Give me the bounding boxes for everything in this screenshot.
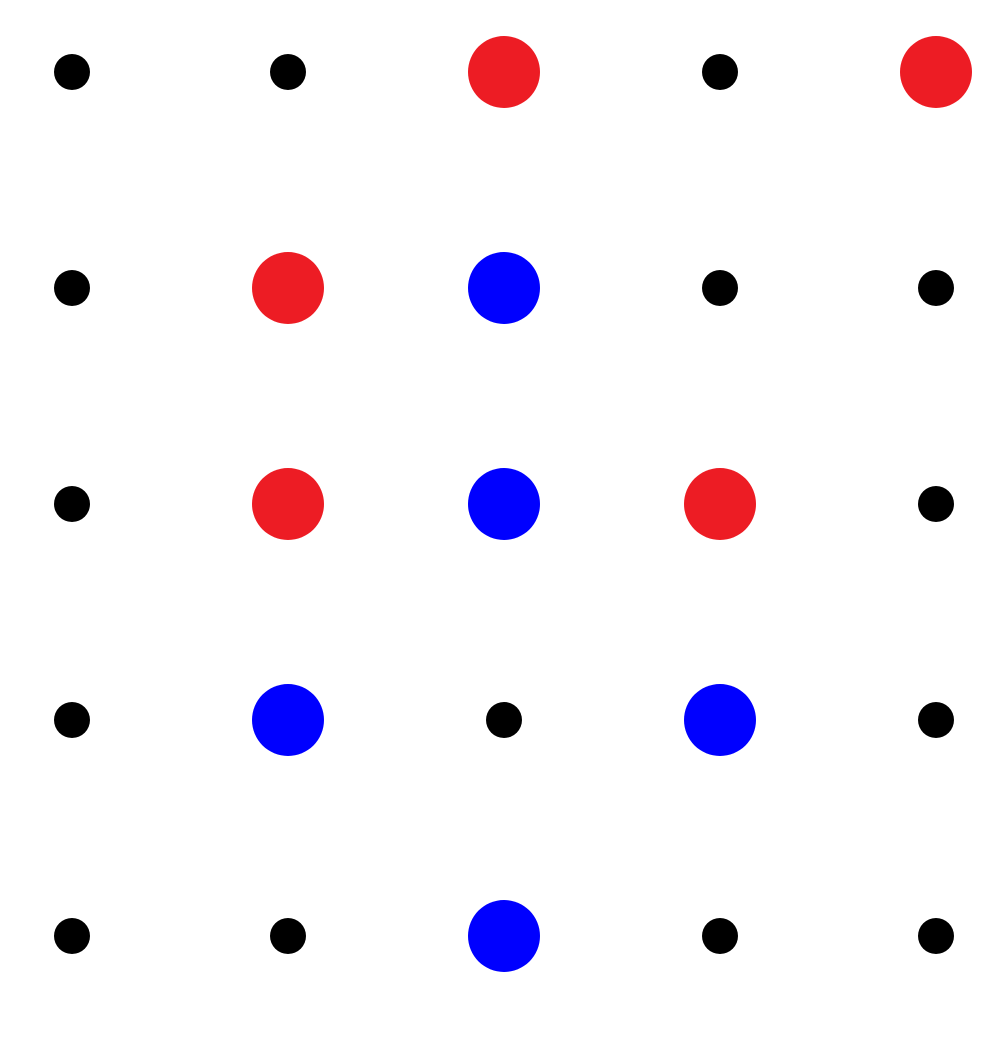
board-cell-r2-c0[interactable] (0, 396, 180, 612)
blue-stone (252, 684, 324, 756)
board-cell-r2-c1[interactable] (180, 396, 396, 612)
empty-point-dot (702, 54, 738, 90)
board-cell-r3-c3[interactable] (612, 612, 828, 828)
empty-point-dot (54, 486, 90, 522)
board-cell-r3-c1[interactable] (180, 612, 396, 828)
empty-point-dot (54, 270, 90, 306)
empty-point-dot (918, 270, 954, 306)
board-cell-r4-c4[interactable] (828, 828, 1000, 1044)
board-cell-r0-c1[interactable] (180, 0, 396, 180)
board-cell-r1-c2[interactable] (396, 180, 612, 396)
board-cell-r2-c4[interactable] (828, 396, 1000, 612)
empty-point-dot (918, 918, 954, 954)
red-stone (252, 252, 324, 324)
empty-point-dot (918, 486, 954, 522)
board-cell-r2-c3[interactable] (612, 396, 828, 612)
board-cell-r0-c3[interactable] (612, 0, 828, 180)
board-cell-r4-c0[interactable] (0, 828, 180, 1044)
empty-point-dot (702, 918, 738, 954)
board-cell-r2-c2[interactable] (396, 396, 612, 612)
empty-point-dot (270, 918, 306, 954)
board-cell-r0-c0[interactable] (0, 0, 180, 180)
empty-point-dot (270, 54, 306, 90)
board-cell-r1-c4[interactable] (828, 180, 1000, 396)
empty-point-dot (54, 54, 90, 90)
board-cell-r1-c3[interactable] (612, 180, 828, 396)
empty-point-dot (486, 702, 522, 738)
empty-point-dot (702, 270, 738, 306)
red-stone (684, 468, 756, 540)
board-cell-r1-c1[interactable] (180, 180, 396, 396)
game-board (0, 0, 1000, 972)
board-cell-r4-c1[interactable] (180, 828, 396, 1044)
empty-point-dot (918, 702, 954, 738)
empty-point-dot (54, 918, 90, 954)
blue-stone (684, 684, 756, 756)
red-stone (468, 36, 540, 108)
red-stone (252, 468, 324, 540)
empty-point-dot (54, 702, 90, 738)
blue-stone (468, 900, 540, 972)
board-cell-r0-c2[interactable] (396, 0, 612, 180)
board-cell-r3-c4[interactable] (828, 612, 1000, 828)
board-cell-r3-c0[interactable] (0, 612, 180, 828)
board-cell-r3-c2[interactable] (396, 612, 612, 828)
board-cell-r0-c4[interactable] (828, 0, 1000, 180)
blue-stone (468, 252, 540, 324)
board-cell-r4-c2[interactable] (396, 828, 612, 1044)
board-cell-r4-c3[interactable] (612, 828, 828, 1044)
blue-stone (468, 468, 540, 540)
board-cell-r1-c0[interactable] (0, 180, 180, 396)
red-stone (900, 36, 972, 108)
